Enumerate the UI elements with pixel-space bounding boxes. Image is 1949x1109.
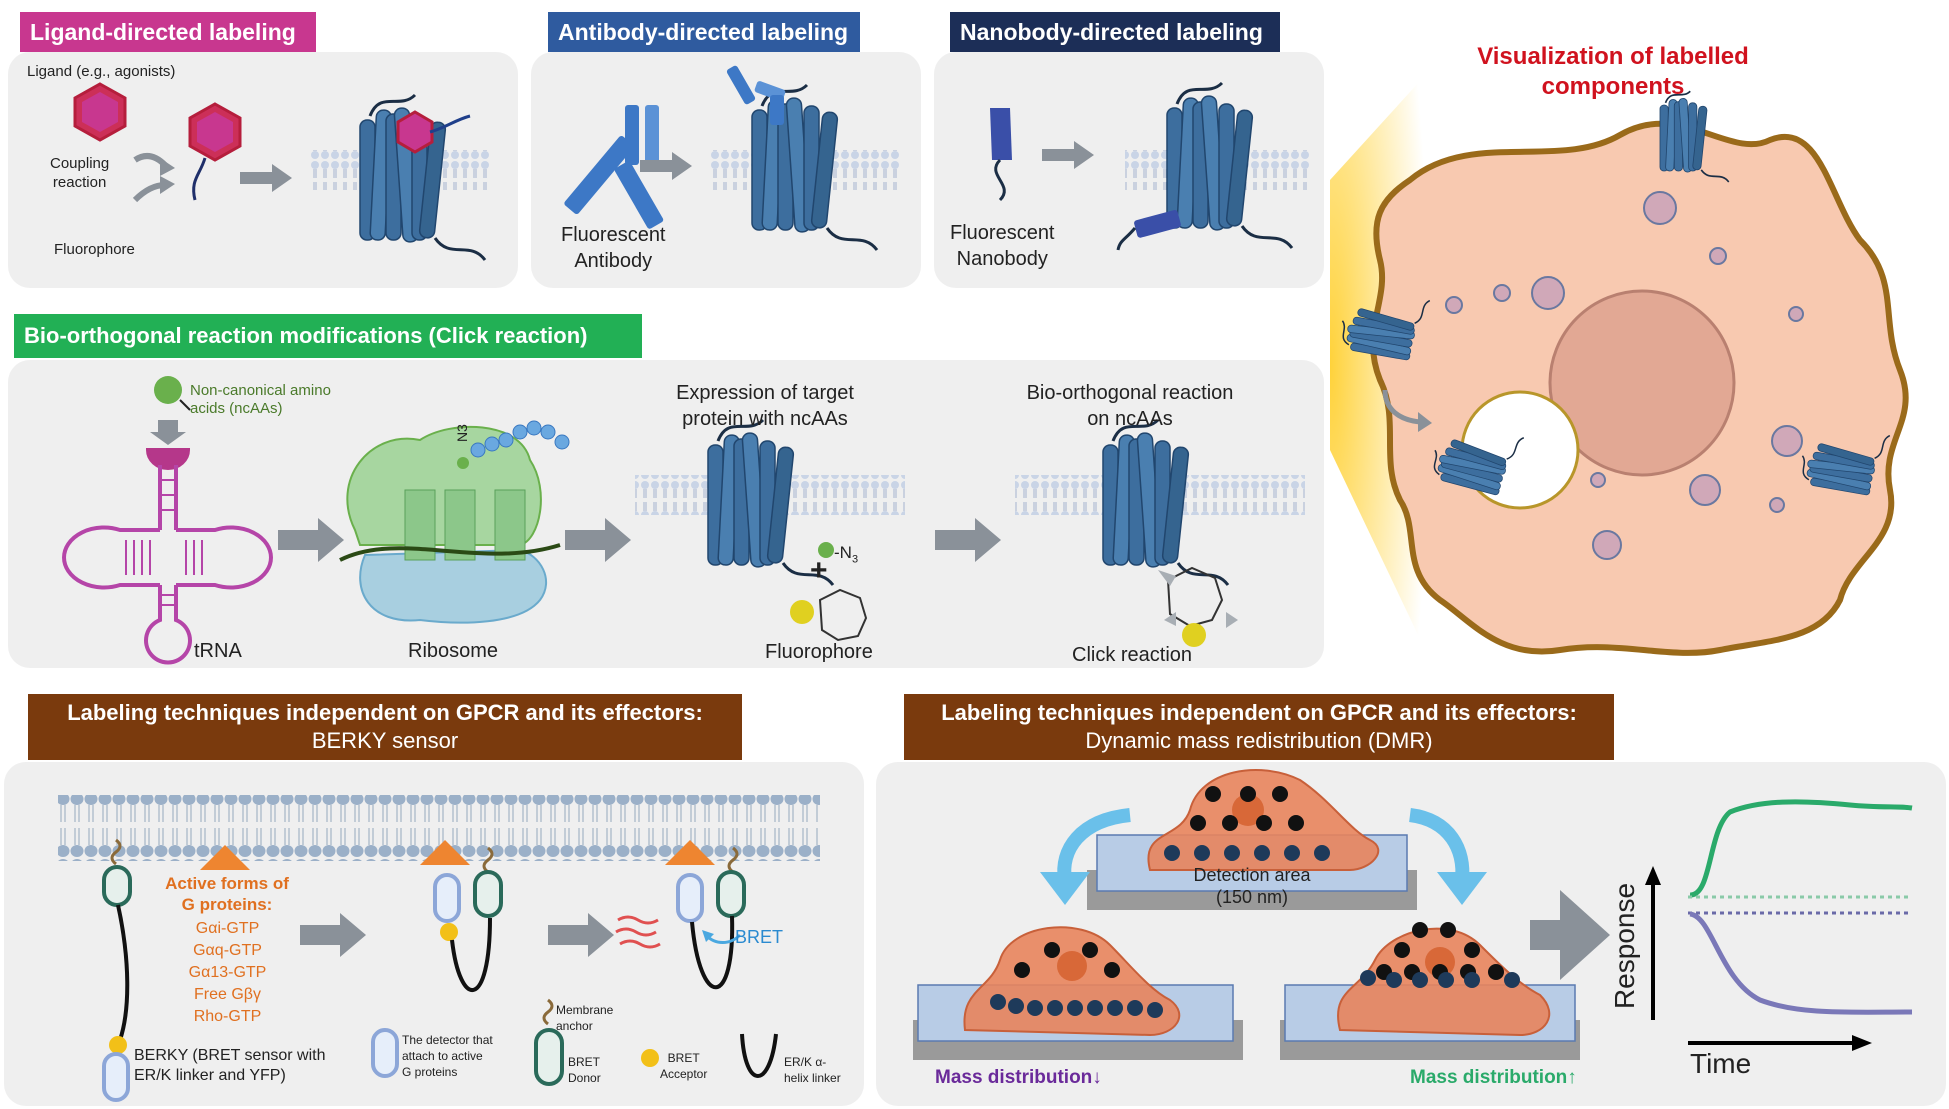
curved-arrows-icon bbox=[132, 153, 175, 203]
expression-label: Expression of target protein with ncAAs bbox=[676, 382, 854, 430]
visualization-title: Visualization of labelled components bbox=[1477, 43, 1749, 100]
trna-label: tRNA bbox=[194, 640, 242, 662]
trna-icon bbox=[62, 448, 273, 665]
gprotein-item: Gαi-GTP bbox=[195, 920, 260, 937]
bound-ligand-icon bbox=[396, 110, 471, 154]
curved-arrow-right-icon bbox=[1408, 808, 1487, 905]
ligand-fluorophore-label: Fluorophore bbox=[54, 241, 135, 258]
gprotein-item: Gα13-GTP bbox=[188, 964, 267, 981]
gprotein-item: Free Gβγ bbox=[194, 986, 261, 1003]
response-plot bbox=[1645, 799, 1913, 1051]
click-arrow-icon bbox=[935, 518, 1001, 562]
ncaa-label: Non-canonical amino acids (ncAAs) bbox=[190, 382, 331, 417]
mass-up-label: Mass distribution↑ bbox=[1410, 1067, 1577, 1088]
ribosome-arrow-icon bbox=[565, 518, 631, 562]
vesicles bbox=[1445, 191, 1804, 560]
right-cell-icon bbox=[1280, 922, 1580, 1060]
legend-donor: BRET Donor bbox=[568, 1055, 601, 1085]
berky-arrow-icon bbox=[300, 913, 366, 957]
response-up-curve bbox=[1689, 799, 1913, 898]
bound-antibody-icon bbox=[726, 65, 786, 125]
antibody-icon bbox=[564, 105, 664, 229]
coupling-label: Coupling reaction bbox=[50, 155, 110, 191]
berky-sensor-icon bbox=[102, 838, 132, 1102]
nanobody-label: Fluorescent Nanobody bbox=[950, 222, 1055, 270]
left-cell-icon bbox=[913, 926, 1243, 1060]
nanobody-arrow-icon bbox=[1042, 141, 1094, 169]
detector-complex-icon bbox=[433, 846, 503, 992]
azide-label: -N3 bbox=[834, 543, 858, 565]
click-banner: Bio-orthogonal reaction modifications (C… bbox=[14, 314, 642, 358]
berky-arrow-icon bbox=[548, 913, 614, 957]
dmr-banner: Labeling techniques independent on GPCR … bbox=[904, 694, 1614, 760]
azide-text: -N bbox=[834, 543, 852, 562]
nanobody-banner: Nanobody-directed labeling bbox=[950, 12, 1280, 52]
legend-anchor: Membrane anchor bbox=[556, 1003, 614, 1033]
click-fluorophore-label: Fluorophore bbox=[765, 641, 873, 663]
berky-banner-line1: Labeling techniques independent on GPCR … bbox=[67, 700, 703, 725]
bound-nanobody-icon bbox=[1116, 210, 1181, 251]
ligand-arrow-icon bbox=[240, 164, 292, 192]
time-axis-label: Time bbox=[1690, 1048, 1752, 1079]
dmr-banner-line1: Labeling techniques independent on GPCR … bbox=[941, 700, 1577, 725]
ncaa-dot-icon bbox=[818, 542, 834, 558]
berky-banner: Labeling techniques independent on GPCR … bbox=[28, 694, 742, 760]
trna-arrow-icon bbox=[278, 518, 344, 562]
dmr-big-arrow-icon bbox=[1530, 890, 1610, 980]
mass-down-label: Mass distribution↓ bbox=[935, 1067, 1102, 1088]
internalization-arrow-icon bbox=[1382, 389, 1421, 425]
response-axis-label: Response bbox=[1609, 882, 1641, 1010]
labeled-ligand-icon bbox=[188, 102, 242, 201]
detection-label: Detection area (150 nm) bbox=[1193, 865, 1311, 907]
response-down-curve bbox=[1689, 911, 1913, 1015]
legend-berky: BERKY (BRET sensor with ER/K linker and … bbox=[134, 1047, 326, 1084]
click-reaction-label: Click reaction bbox=[1072, 644, 1193, 666]
gprotein-item: Rho-GTP bbox=[193, 1008, 262, 1025]
azide-subscript: 3 bbox=[851, 553, 859, 566]
nucleus bbox=[1548, 289, 1736, 477]
ligand-banner: Ligand-directed labeling bbox=[20, 12, 316, 52]
legend-icons bbox=[371, 998, 778, 1086]
berky-banner-line2: BERKY sensor bbox=[311, 728, 459, 753]
plus-sign: + bbox=[810, 554, 828, 587]
legend-linker: ER/K α- helix linker bbox=[784, 1055, 841, 1085]
ligand-label: Ligand (e.g., agonists) bbox=[27, 63, 176, 80]
click-product-icon bbox=[1158, 566, 1238, 647]
legend-acceptor: BRET Acceptor bbox=[660, 1051, 708, 1081]
active-gprotein-triangles bbox=[200, 840, 715, 870]
down-arrow-icon bbox=[150, 420, 186, 445]
ribosome-icon bbox=[339, 420, 570, 624]
bio-reaction-label: Bio-orthogonal reaction on ncAAs bbox=[1026, 382, 1234, 430]
ribosome-label: Ribosome bbox=[408, 640, 499, 662]
active-forms-label: Active forms of G proteins: bbox=[165, 874, 289, 914]
n3-label: N3 bbox=[453, 424, 470, 442]
bret-label: BRET bbox=[735, 927, 784, 947]
bret-complex-icon bbox=[615, 846, 746, 990]
ncaa-ball-icon bbox=[154, 376, 182, 404]
dmr-banner-line2: Dynamic mass redistribution (DMR) bbox=[1085, 728, 1433, 753]
curved-arrow-left-icon bbox=[1040, 808, 1131, 905]
gprotein-list: Gαi-GTP Gαq-GTP Gα13-GTP Free Gβγ Rho-GT… bbox=[170, 918, 285, 1028]
top-cell-icon bbox=[1147, 769, 1380, 871]
antibody-banner: Antibody-directed labeling bbox=[548, 12, 860, 52]
nanobody-icon bbox=[990, 108, 1012, 202]
antibody-label: Fluorescent Antibody bbox=[561, 224, 666, 272]
ligand-hexagon-icon bbox=[73, 82, 127, 142]
cyclooctyne-icon bbox=[790, 588, 868, 642]
gprotein-item: Gαq-GTP bbox=[193, 942, 262, 959]
legend-detector: The detector that attach to active G pro… bbox=[402, 1033, 493, 1079]
